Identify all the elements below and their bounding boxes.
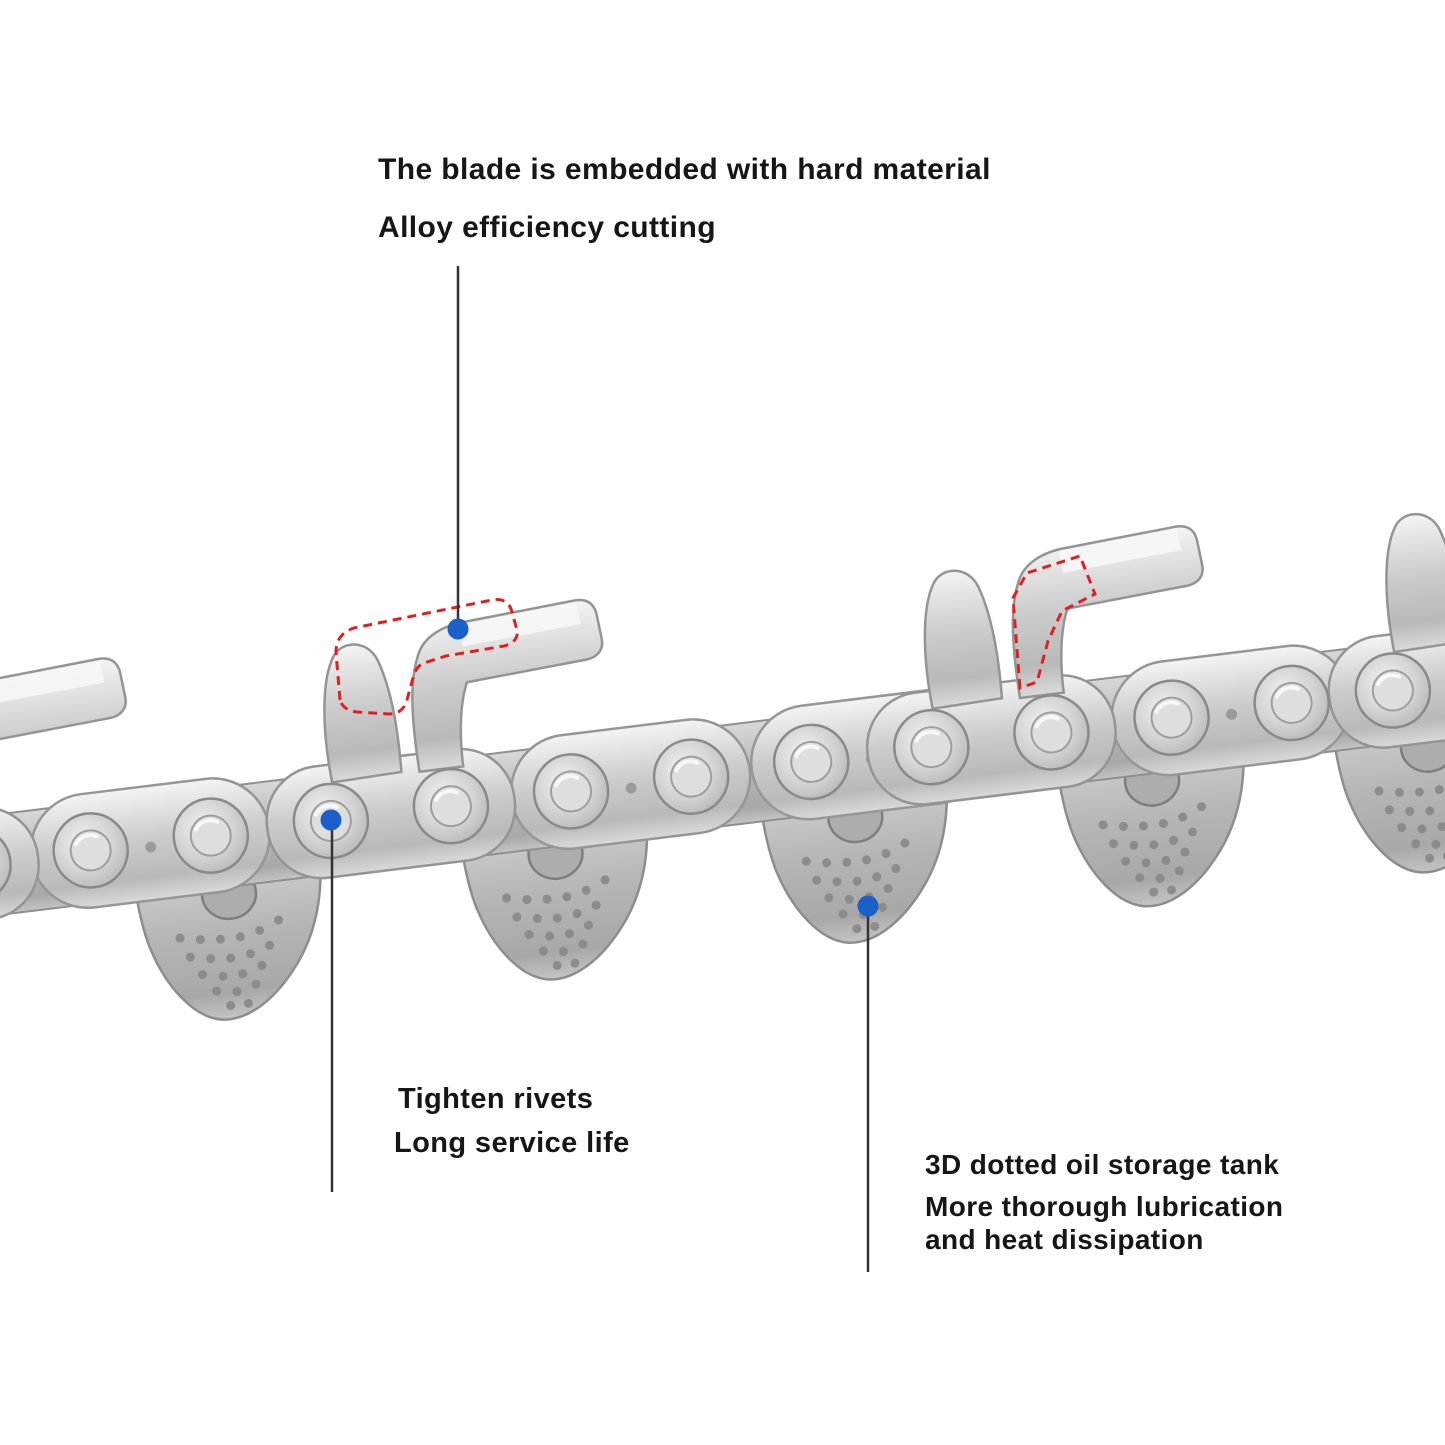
blade-note-line1: The blade is embedded with hard material [378,153,991,186]
rivets-note-line1: Tighten rivets [398,1083,594,1115]
rivets-note-line2: Long service life [394,1127,630,1159]
marker-dot-blade [447,618,469,640]
chain-group [0,466,1445,1070]
marker-dot-oil [857,895,879,917]
oil-note-line2: More thorough lubrication and heat dissi… [925,1191,1284,1256]
oil-note-line1: 3D dotted oil storage tank [925,1149,1280,1180]
blade-highlight-outline-left [334,598,519,716]
blade-note-line2: Alloy efficiency cutting [378,211,716,244]
blade-highlight-outline-right [1011,554,1097,691]
marker-dot-rivet [320,809,342,831]
